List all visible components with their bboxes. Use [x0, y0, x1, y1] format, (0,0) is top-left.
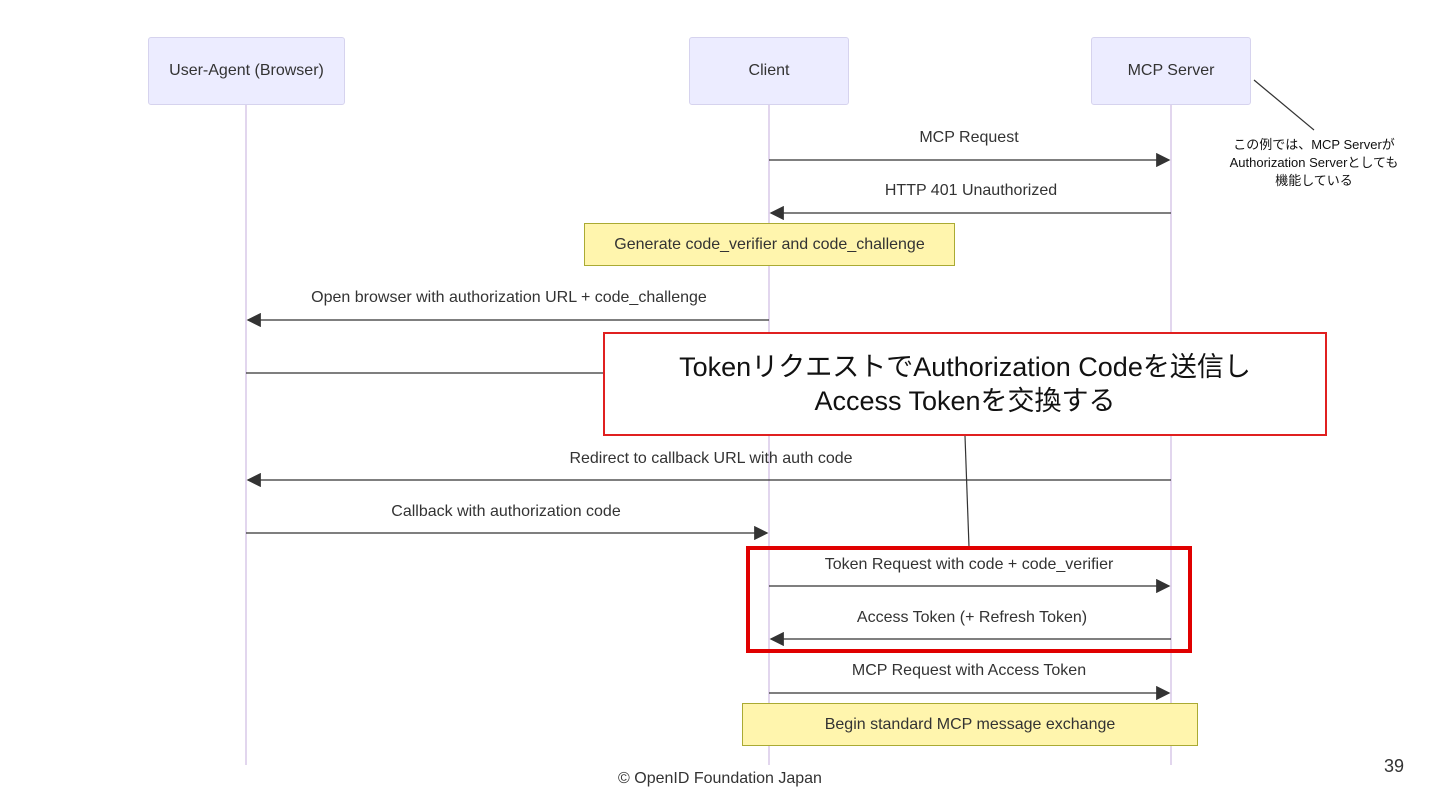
message-redirect-callback: Redirect to callback URL with auth code [569, 450, 853, 467]
note-generate-code-verifier: Generate code_verifier and code_challeng… [584, 223, 955, 266]
message-open-browser: Open browser with authorization URL + co… [311, 289, 707, 306]
side-note-connector [1253, 79, 1315, 131]
message-access-token: Access Token (+ Refresh Token) [856, 609, 1088, 626]
message-token-request: Token Request with code + code_verifier [824, 556, 1114, 573]
message-callback-code: Callback with authorization code [391, 503, 621, 520]
callout-line-1: TokenリクエストでAuthorization Codeを送信し [679, 352, 1251, 382]
message-mcp-request: MCP Request [919, 129, 1019, 146]
note-begin-mcp-exchange: Begin standard MCP message exchange [742, 703, 1198, 746]
footer-copyright: © OpenID Foundation Japan [618, 770, 822, 787]
side-note-line-1: この例では、MCP Serverが [1233, 137, 1395, 152]
callout-connector [964, 435, 970, 548]
side-note-line-3: 機能している [1275, 173, 1353, 188]
side-note-line-2: Authorization Serverとしても [1229, 155, 1399, 170]
callout-token-exchange: TokenリクエストでAuthorization Codeを送信し Access… [603, 332, 1327, 436]
participant-mcp-server: MCP Server [1091, 37, 1251, 105]
side-note-server-role: この例では、MCP Serverが Authorization Serverとし… [1206, 136, 1422, 190]
participant-client: Client [689, 37, 849, 105]
token-exchange-highlight [746, 546, 1192, 653]
callout-line-2: Access Tokenを交換する [814, 386, 1116, 416]
page-number: 39 [1384, 756, 1405, 776]
participant-user-agent: User-Agent (Browser) [148, 37, 345, 105]
message-mcp-request-with-token: MCP Request with Access Token [851, 662, 1087, 679]
message-http-401: HTTP 401 Unauthorized [884, 182, 1058, 199]
